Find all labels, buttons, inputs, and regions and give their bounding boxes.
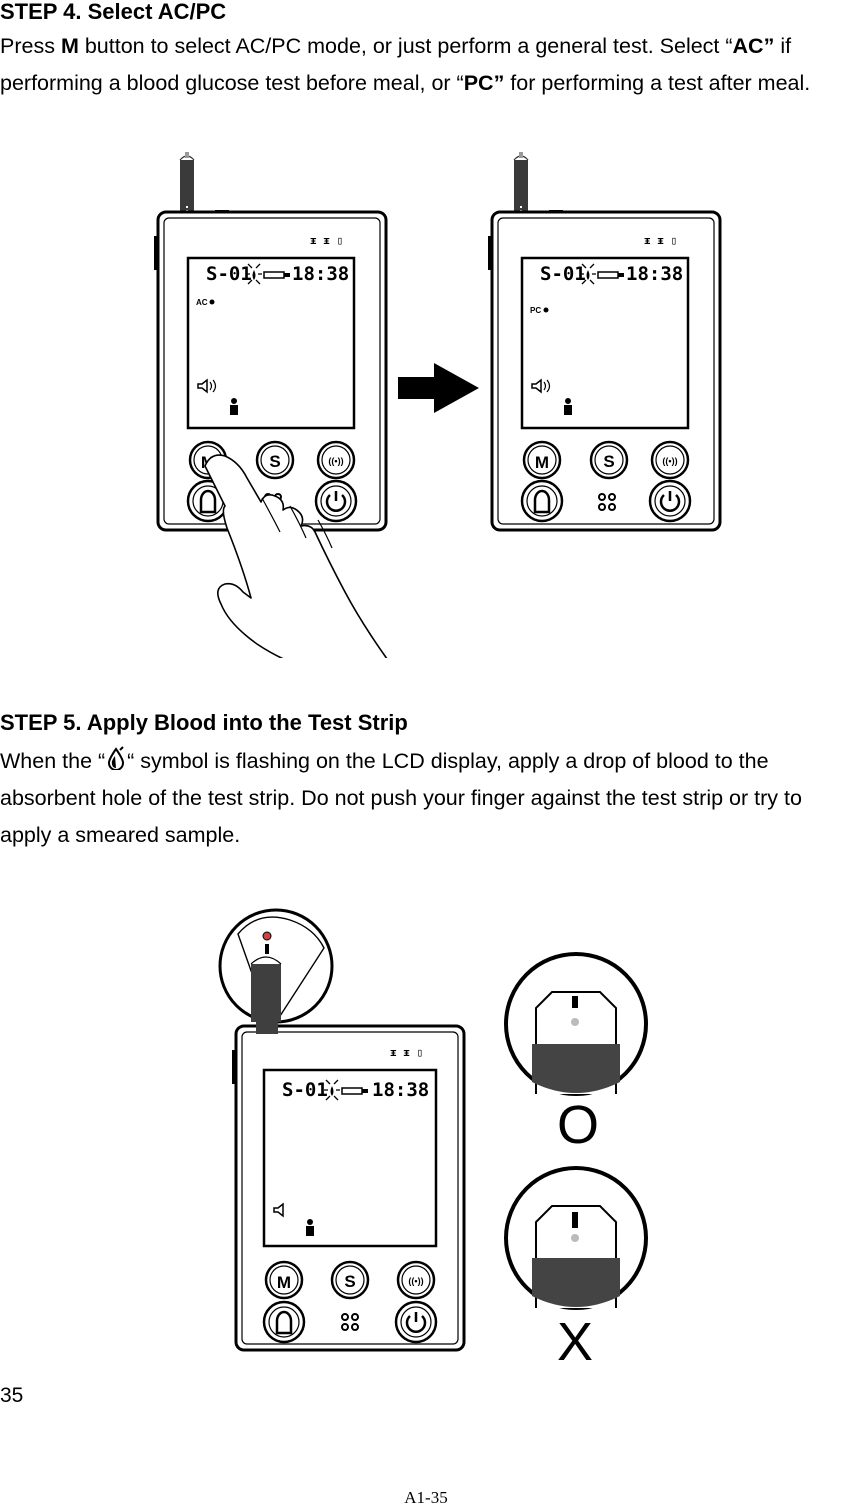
lcd-code-right: S-01 [540,263,586,285]
test-strip-right [513,151,529,217]
meter-left: S-01 18:38 AC M S [152,208,388,532]
hand-icon [204,454,388,658]
step5-title: STEP 5. Apply Blood into the Test Strip [0,710,408,735]
power-icon [405,1312,427,1333]
lcd-code-step5: S-01 [282,1079,328,1101]
magnifier-finger [218,908,334,1024]
test-strip-left [179,151,195,217]
lcd-time: 18:38 [292,263,349,285]
arrow-right-icon [398,363,479,413]
s-button-label-step5: S [344,1272,355,1291]
step4-body: Press M button to select AC/PC mode, or … [0,34,811,95]
meter-step5: ᵻ ᵻ ▯ S-01 18:38 M S ((•)) [232,1020,466,1352]
lcd-mode-pc: PC [530,306,541,315]
m-button-label-right: M [535,453,549,472]
s-button-label-right: S [603,452,614,471]
page-number: 35 [0,1384,24,1407]
m-button-label-step5: M [277,1273,291,1292]
lcd-time-step5: 18:38 [372,1079,429,1101]
wrong-example: X [504,1166,648,1370]
user-icon [307,1219,313,1225]
correct-example: O [504,952,648,1155]
wrong-mark: X [557,1312,593,1370]
step5-figure: ᵻ ᵻ ▯ S-01 18:38 M S ((•)) O [218,908,648,1370]
footer-code: A1-35 [404,1488,448,1507]
step5-body: When the ““ symbol is flashing on the LC… [0,743,852,854]
lcd-code: S-01 [206,263,252,285]
lcd-time-right: 18:38 [626,263,683,285]
blood-drop-icon [108,746,125,771]
bluetooth-icon: ((•)) [408,1276,423,1286]
correct-mark: O [557,1095,599,1155]
meter-right: S-01 18:38 PC M S [486,208,722,532]
s-button-label: S [269,452,280,471]
step4-figure: ᵻ ᵻ ▯ ((•)) [152,151,722,658]
svg-text:ᵻ ᵻ ▯: ᵻ ᵻ ▯ [390,1046,423,1059]
sound-icon [273,1202,284,1218]
lcd-mode-ac: AC [196,298,208,307]
step4-title: STEP 4. Select AC/PC [0,0,227,24]
